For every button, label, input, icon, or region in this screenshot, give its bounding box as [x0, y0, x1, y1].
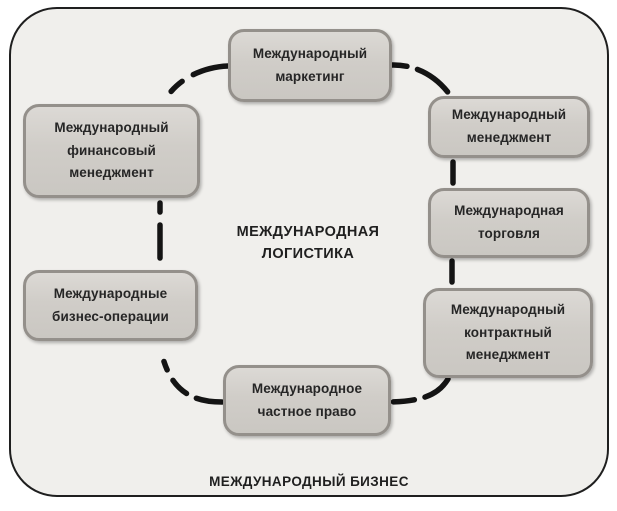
node-international-management: Международный менеджмент: [428, 96, 590, 158]
node-international-contract-management: Международный контрактный менеджмент: [423, 288, 593, 378]
node-international-trade: Международная торговля: [428, 188, 590, 258]
node-international-business-operations: Международные бизнес-операции: [23, 270, 198, 341]
node-international-marketing: Международный маркетинг: [228, 29, 392, 102]
footer-label-international-business: МЕЖДУНАРОДНЫЙ БИЗНЕС: [209, 474, 409, 489]
node-international-financial-management: Международный финансовый менеджмент: [23, 104, 200, 198]
node-international-private-law: Международное частное право: [223, 365, 391, 436]
center-label-international-logistics: МЕЖДУНАРОДНАЯ ЛОГИСТИКА: [236, 224, 380, 263]
